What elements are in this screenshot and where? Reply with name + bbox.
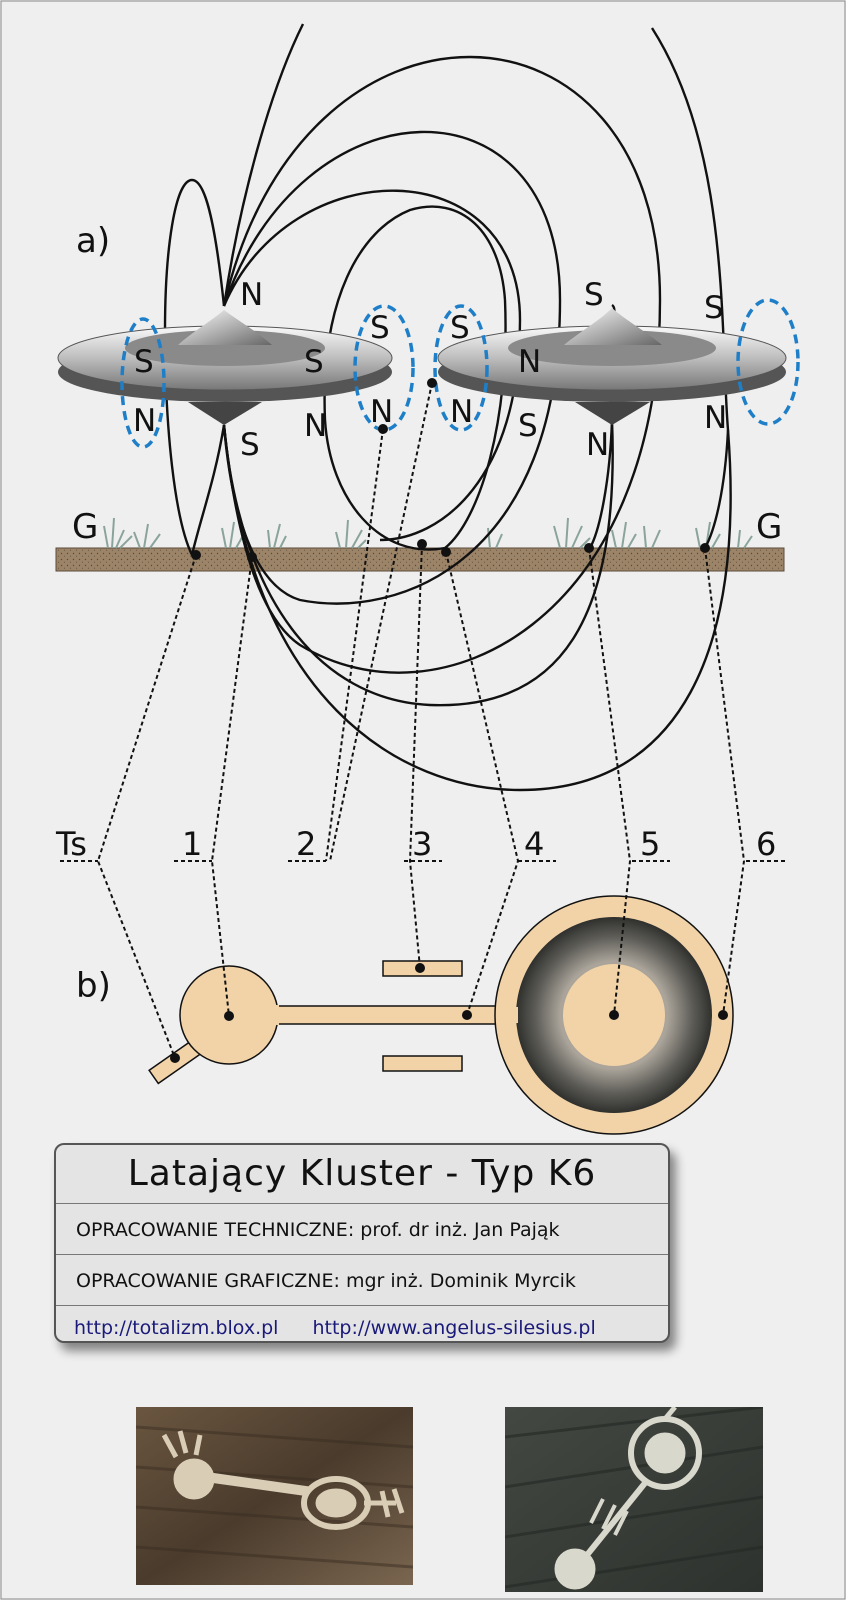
ground-strip	[55, 547, 785, 572]
ground-label-left: G	[72, 507, 98, 547]
link-totalizm[interactable]: http://totalizm.blox.pl	[74, 1317, 279, 1339]
pole-v1-right-inner-lower: N	[304, 408, 327, 444]
pole-v2-left-lower: S	[518, 408, 538, 444]
pole-v1-right-outer-lower: N	[370, 394, 393, 430]
ground-label-right: G	[756, 507, 782, 547]
pole-v2-left-outer-upper: S	[450, 310, 470, 346]
info-technical-row: OPRACOWANIE TECHNICZNE: prof. dr inż. Ja…	[56, 1204, 668, 1255]
marker-4: 4	[524, 825, 544, 863]
pole-v2-right-upper: S	[704, 290, 724, 326]
pole-v2-right-lower: N	[704, 400, 727, 436]
marker-6: 6	[756, 825, 776, 863]
info-links: http://totalizm.blox.pl http://www.angelu…	[56, 1306, 668, 1341]
pole-v1-bottom: S	[240, 427, 260, 463]
marker-5: 5	[640, 825, 660, 863]
field-lines	[163, 23, 732, 792]
crop-circle-photo-1	[136, 1407, 413, 1585]
crop-circle-photo-2	[505, 1407, 763, 1592]
marker-2: 2	[296, 825, 316, 863]
info-graphic-label: OPRACOWANIE GRAFICZNE:	[76, 1270, 340, 1292]
pole-v1-left-upper: S	[134, 344, 154, 380]
grass-tufts	[103, 517, 753, 549]
vehicle-2	[437, 308, 787, 425]
pole-v2-top: S	[584, 277, 604, 313]
pole-v1-right-upper: S	[304, 344, 324, 380]
marker-3: 3	[412, 825, 432, 863]
crop-formation	[148, 895, 734, 1135]
info-technical-label: OPRACOWANIE TECHNICZNE:	[76, 1219, 355, 1241]
marker-1: 1	[182, 825, 202, 863]
info-graphic-value: mgr inż. Dominik Myrcik	[345, 1270, 576, 1292]
marker-labels: Ts 1 2 3 4 5 6	[55, 825, 776, 863]
marker-ts: Ts	[55, 825, 87, 863]
section-b-label: b)	[76, 966, 111, 1006]
pole-v2-bottom: N	[586, 427, 609, 463]
info-graphic-row: OPRACOWANIE GRAFICZNE: mgr inż. Dominik …	[56, 1255, 668, 1306]
pole-v1-top: N	[240, 277, 263, 313]
pole-v2-left-outer-lower: N	[450, 394, 473, 430]
info-technical-value: prof. dr inż. Jan Pająk	[360, 1219, 560, 1241]
marker-lines	[60, 382, 786, 1059]
magnet-loops	[120, 298, 800, 449]
pole-v2-left-upper: N	[518, 344, 541, 380]
marker-dots	[170, 378, 728, 1063]
info-title: Latający Kluster - Typ K6	[56, 1145, 668, 1204]
info-box: Latający Kluster - Typ K6 OPRACOWANIE TE…	[54, 1143, 670, 1343]
vehicle-1	[57, 310, 393, 425]
pole-v1-left-lower: N	[133, 403, 156, 439]
pole-v1-right-outer-upper: S	[370, 310, 390, 346]
pole-labels: N S S N S N S N S N N S N S S N	[133, 277, 727, 463]
link-angelus-silesius[interactable]: http://www.angelus-silesius.pl	[312, 1317, 596, 1339]
section-a-label: a)	[76, 221, 110, 261]
